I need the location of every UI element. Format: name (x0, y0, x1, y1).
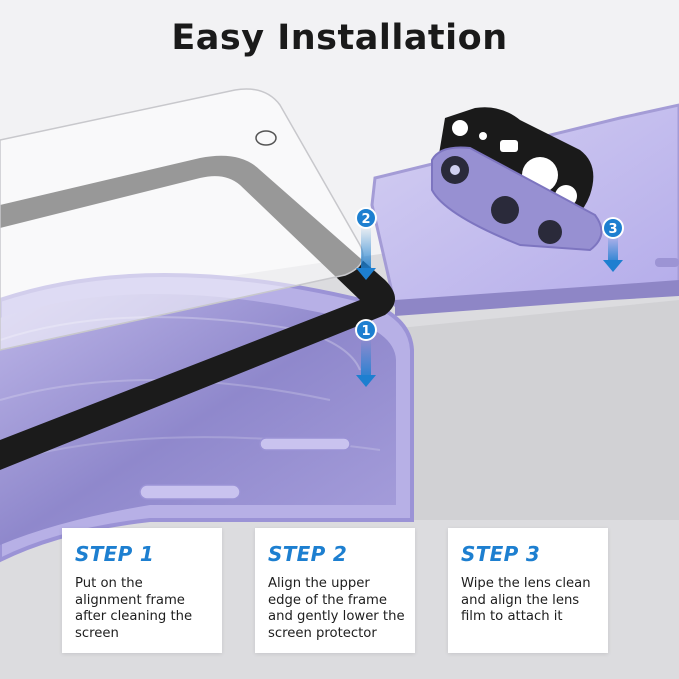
marker-2: 2 (355, 207, 377, 280)
step-card-1: STEP 1 Put on the alignment frame after … (62, 528, 222, 653)
marker-3: 3 (602, 217, 624, 272)
step-card-3: STEP 3 Wipe the lens clean and align the… (448, 528, 608, 653)
step-1-text: Put on the alignment frame after cleanin… (75, 576, 193, 641)
step-2-text: Align the upper edge of the frame and ge… (268, 576, 405, 641)
step-2-title: STEP 2 (268, 542, 348, 566)
step-3-title: STEP 3 (461, 542, 541, 566)
screen-protector (0, 88, 364, 351)
step-3-text: Wipe the lens clean and align the lens f… (461, 576, 591, 624)
page-title: Easy Installation (171, 18, 508, 58)
step-1-title: STEP 1 (75, 542, 155, 566)
marker-1-number: 1 (361, 324, 370, 339)
camera-module (431, 146, 603, 252)
marker-1: 1 (355, 319, 377, 387)
step-card-2: STEP 2 Align the upper edge of the frame… (255, 528, 415, 653)
marker-2-number: 2 (361, 212, 370, 227)
marker-3-number: 3 (608, 222, 617, 237)
phone-front (0, 273, 414, 563)
